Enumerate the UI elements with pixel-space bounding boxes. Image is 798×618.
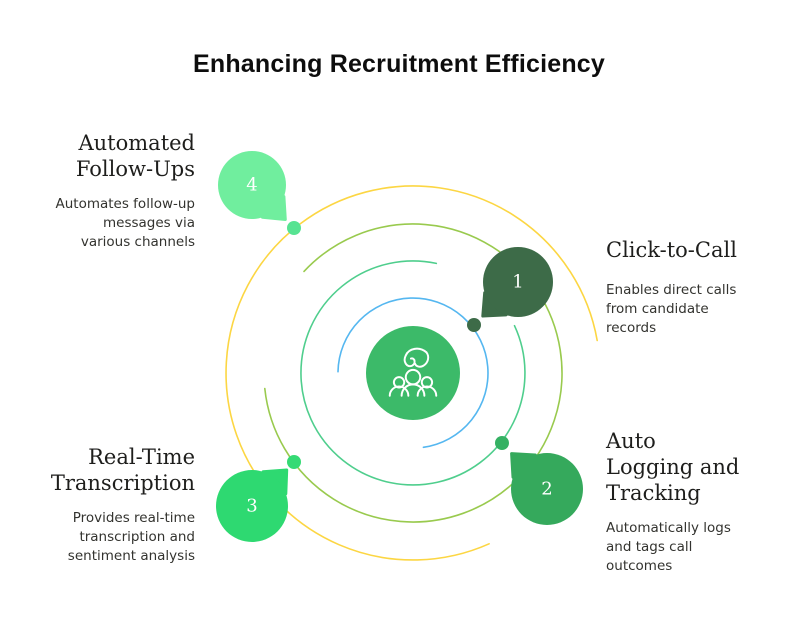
feature-title: Automated Follow-Ups	[75, 131, 195, 181]
feature-description: Automatically logs and tags call outcome…	[606, 520, 731, 574]
speech-bubble-icon	[216, 470, 288, 542]
orbit-ring	[300, 260, 526, 486]
orbit-dot	[495, 436, 509, 450]
orbit-dot	[467, 318, 481, 332]
speech-bubble-icon	[218, 151, 286, 219]
orbit-ring	[225, 185, 598, 561]
feature-description: Enables direct calls from candidate reco…	[606, 282, 737, 336]
orbit-ring	[264, 223, 563, 523]
speech-bubble-icon	[483, 247, 553, 317]
feature-title: Auto Logging and Tracking	[606, 429, 740, 505]
feature-title: Real-Time Transcription	[50, 445, 195, 495]
bubble-number-1: 1	[512, 271, 524, 293]
orbit-dot	[287, 455, 301, 469]
feature-description: Automates follow-up messages via various…	[55, 196, 195, 250]
bubble-number-4: 4	[246, 174, 258, 196]
feature-description: Provides real-time transcription and sen…	[67, 510, 195, 564]
bubble-number-2: 2	[541, 478, 553, 500]
feature-automated-follow-ups: Automated Follow-Ups Automates follow-up…	[55, 130, 195, 252]
feature-title: Click-to-Call	[606, 238, 737, 262]
page-title: Enhancing Recruitment Efficiency	[192, 50, 606, 78]
orbit-dot	[287, 221, 301, 235]
speech-bubble-icon	[511, 453, 583, 525]
bubble-number-3: 3	[246, 495, 258, 517]
feature-auto-logging-and-tracking: Auto Logging and Tracking Automatically …	[606, 428, 748, 576]
feature-click-to-call: Click-to-Call Enables direct calls from …	[606, 237, 744, 338]
center-badge	[366, 326, 460, 420]
orbit-ring	[337, 297, 489, 449]
feature-real-time-transcription: Real-Time Transcription Provides real-ti…	[45, 444, 195, 566]
hand-selecting-people-icon	[388, 347, 438, 397]
